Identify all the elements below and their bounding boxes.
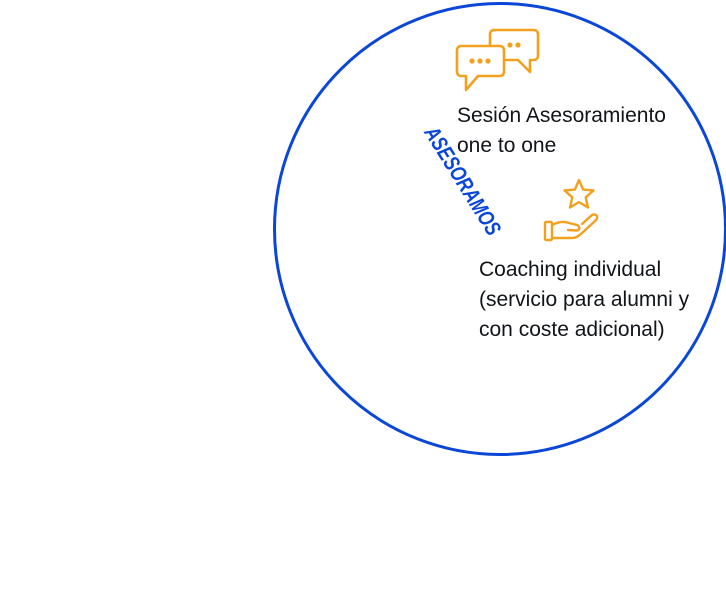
item-coaching-line-1: Coaching individual bbox=[479, 258, 662, 281]
asesoramos-circle bbox=[273, 2, 726, 456]
chat-bubbles-icon bbox=[455, 28, 540, 92]
item-asesoramiento-line-2: one to one bbox=[457, 134, 557, 157]
item-asesoramiento: Sesión Asesoramiento one to one bbox=[457, 101, 666, 161]
hand-star-icon bbox=[543, 178, 599, 242]
item-coaching-line-2: (servicio para alumni y bbox=[479, 288, 690, 311]
item-coaching: Coaching individual (servicio para alumn… bbox=[479, 255, 689, 345]
item-asesoramiento-line-1: Sesión Asesoramiento bbox=[457, 104, 666, 127]
item-coaching-line-3: con coste adicional) bbox=[479, 318, 665, 341]
